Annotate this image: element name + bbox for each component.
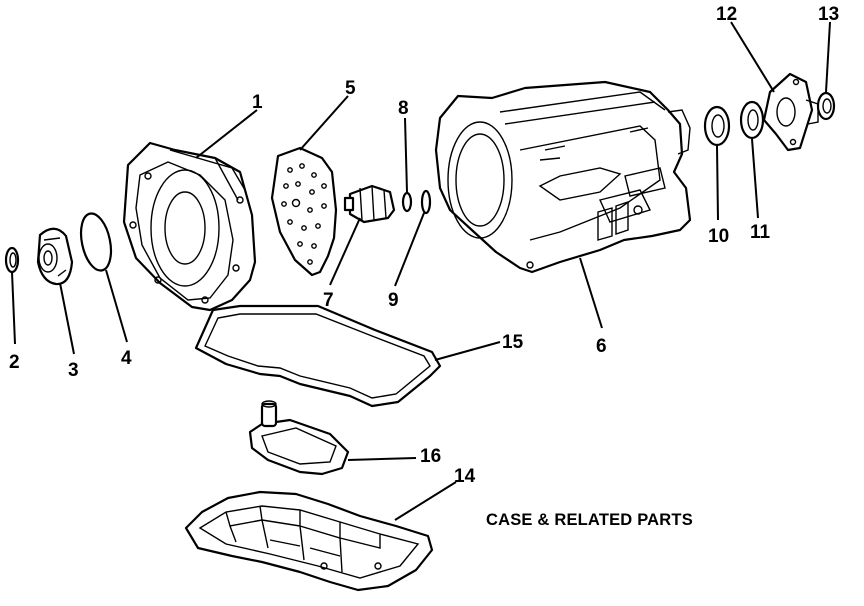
seal-part-2	[4, 246, 20, 274]
oil-pan-part-14	[184, 490, 434, 592]
leader-7	[329, 217, 361, 286]
leader-6	[579, 257, 603, 329]
leader-3	[59, 282, 75, 355]
callout-3: 3	[68, 360, 79, 381]
callout-6: 6	[596, 336, 607, 357]
callout-4: 4	[121, 348, 132, 369]
leader-1	[195, 109, 258, 159]
leader-9	[394, 212, 425, 287]
callout-10: 10	[708, 226, 729, 247]
nut-part-13	[816, 91, 836, 121]
callout-1: 1	[252, 92, 263, 113]
callout-12: 12	[716, 4, 737, 25]
callout-8: 8	[398, 98, 409, 119]
callout-16: 16	[420, 446, 441, 467]
plug-part-8	[401, 191, 413, 213]
leader-2	[11, 271, 16, 345]
leader-13	[825, 21, 831, 93]
transmission-case-part-6	[434, 80, 692, 274]
pan-gasket-part-15	[194, 304, 442, 408]
seal-part-10	[703, 105, 731, 147]
leader-4	[105, 269, 128, 343]
leader-5	[299, 95, 349, 151]
valve-plate-part-5	[270, 146, 338, 277]
connector-part-7	[343, 184, 396, 224]
converter-housing-part-1	[122, 141, 257, 312]
o-ring-part-4	[79, 212, 113, 272]
callout-numbers: 1 2 3 4 5 6 7 8 9 10 11 12 13 14 15 16	[9, 4, 839, 487]
callout-11: 11	[750, 222, 771, 243]
filter-part-16	[248, 400, 350, 476]
diagram-caption: CASE & RELATED PARTS	[486, 511, 693, 529]
leader-8	[404, 117, 408, 193]
leader-15	[434, 341, 501, 361]
callout-13: 13	[818, 4, 839, 25]
flange-part-12	[762, 72, 819, 152]
leader-lines	[11, 21, 831, 521]
leader-14	[394, 481, 457, 521]
snap-ring-part-9	[420, 189, 432, 215]
seal-part-11	[739, 100, 765, 140]
leader-11	[751, 138, 759, 219]
leader-10	[716, 145, 719, 221]
pump-part-3	[36, 227, 74, 286]
callout-9: 9	[388, 290, 399, 311]
leader-12	[730, 21, 775, 93]
callout-15: 15	[502, 332, 524, 353]
leader-16	[347, 457, 417, 461]
callout-7: 7	[323, 290, 334, 311]
callout-5: 5	[345, 78, 356, 99]
callout-14: 14	[454, 466, 476, 487]
callout-2: 2	[9, 352, 20, 373]
